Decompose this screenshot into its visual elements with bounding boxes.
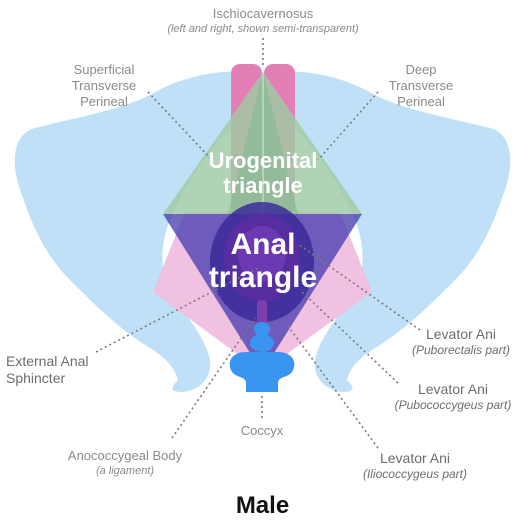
anococcygeal-body-label: Anococcygeal Body (a ligament)	[55, 448, 195, 478]
coccyx-bone	[229, 322, 295, 392]
iliococcygeus-part: (Iliococcygeus part)	[362, 467, 468, 481]
deep-line3: Perineal	[397, 94, 445, 109]
puborectalis-part: (Puborectalis part)	[411, 343, 511, 357]
anal-triangle-label: Anal triangle	[190, 228, 336, 294]
superficial-line2: Transverse	[71, 78, 137, 93]
leader-external-anal-sphincter	[95, 267, 259, 353]
pubococcygeus-name: Levator Ani	[417, 381, 489, 397]
coccyx-label: Coccyx	[222, 423, 302, 439]
levator-ani-puborectalis-label: Levator Ani (Puborectalis part)	[400, 326, 522, 357]
anal-line1: Anal	[230, 228, 296, 261]
deep-line2: Transverse	[388, 78, 454, 93]
urogenital-line2: triangle	[223, 173, 303, 198]
deep-line1: Deep	[405, 62, 437, 77]
sphincter-line2: Sphincter	[6, 370, 66, 386]
sphincter-line1: External Anal	[6, 353, 89, 369]
levator-ani-iliococcygeus-label: Levator Ani (Iliococcygeus part)	[350, 450, 480, 481]
leader-iliococcygeus	[287, 325, 379, 449]
leader-anococcygeal-body	[171, 317, 256, 439]
coccyx-name: Coccyx	[240, 423, 284, 438]
urogenital-line1: Urogenital	[208, 148, 318, 173]
anococcygeal-note: (a ligament)	[95, 465, 155, 477]
external-anal-sphincter-muscle	[238, 226, 286, 282]
pubococcygeus-part: (Pubococcygeus part)	[394, 398, 512, 412]
anal-line2: triangle	[208, 261, 318, 294]
external-anal-sphincter-label: External Anal Sphincter	[6, 353, 116, 387]
ischiocavernosus-note: (left and right, shown semi-transparent)	[167, 23, 359, 35]
ischiocavernosus-label: Ischiocavernosus (left and right, shown …	[133, 6, 393, 36]
superficial-transverse-perineal-label: Superficial Transverse Perineal	[58, 62, 150, 110]
superficial-line3: Perineal	[80, 94, 128, 109]
levator-ani-pubococcygeus-label: Levator Ani (Pubococcygeus part)	[383, 381, 523, 412]
diagram-caption: Male	[235, 492, 290, 519]
leader-lines	[95, 38, 421, 449]
deep-transverse-perineal-label: Deep Transverse Perineal	[378, 62, 464, 110]
ischiocavernosus-name: Ischiocavernosus	[212, 6, 314, 21]
anococcygeal-name: Anococcygeal Body	[67, 448, 183, 463]
urogenital-triangle-label: Urogenital triangle	[180, 148, 346, 198]
leader-deep-transverse	[317, 91, 379, 161]
superficial-line1: Superficial	[73, 62, 135, 77]
iliococcygeus-name: Levator Ani	[379, 450, 451, 466]
leader-superficial-transverse	[147, 91, 213, 161]
puborectalis-name: Levator Ani	[425, 326, 497, 342]
